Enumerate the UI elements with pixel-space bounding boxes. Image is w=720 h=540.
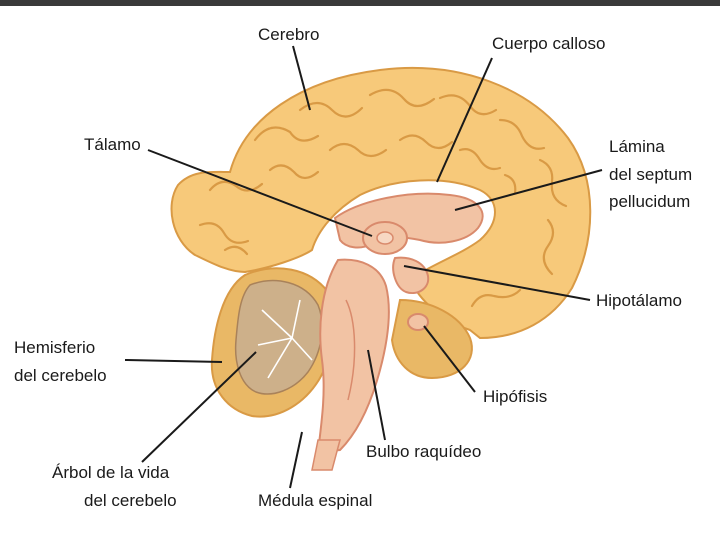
pituitary	[407, 313, 429, 331]
leader-lines	[124, 45, 603, 489]
label-hemisferio-line1: Hemisferio	[14, 338, 95, 357]
leader-lamina	[454, 169, 603, 211]
spinal-cord	[311, 439, 341, 471]
leader-cerebro	[292, 45, 311, 111]
label-cerebro: Cerebro	[258, 25, 319, 44]
label-arbol-line1: Árbol de la vida	[52, 463, 170, 482]
leader-hipotalamo	[403, 265, 591, 301]
label-talamo: Tálamo	[84, 135, 141, 154]
brainstem	[316, 258, 390, 454]
top-bar	[0, 0, 720, 6]
thalamus-inner	[376, 231, 394, 245]
label-lamina-line3: pellucidum	[609, 192, 690, 211]
corpus-callosum	[333, 192, 484, 249]
brainstem-line	[345, 299, 356, 401]
cerebrum	[170, 66, 592, 340]
leader-hemisferio	[124, 359, 223, 363]
label-arbol-line2: del cerebelo	[84, 491, 177, 510]
label-hipotalamo: Hipotálamo	[596, 291, 682, 310]
leader-cuerpo-calloso	[436, 57, 493, 183]
leader-talamo	[147, 149, 373, 237]
label-cuerpo-calloso: Cuerpo calloso	[492, 34, 605, 53]
label-hemisferio-line2: del cerebelo	[14, 366, 107, 385]
leader-medula	[289, 431, 303, 489]
label-hipofisis: Hipófisis	[483, 387, 547, 406]
arbor-vitae-branches	[257, 299, 313, 379]
leader-bulbo	[367, 349, 386, 441]
cerebral-gyri	[198, 88, 568, 308]
label-medula: Médula espinal	[258, 491, 372, 510]
leader-arbol	[141, 351, 257, 463]
hypothalamus	[392, 256, 430, 294]
arbor-vitae	[234, 279, 323, 395]
leader-hipofisis	[423, 325, 476, 393]
label-bulbo: Bulbo raquídeo	[366, 442, 481, 461]
label-lamina-line2: del septum	[609, 165, 692, 184]
label-lamina-line1: Lámina	[609, 137, 665, 156]
